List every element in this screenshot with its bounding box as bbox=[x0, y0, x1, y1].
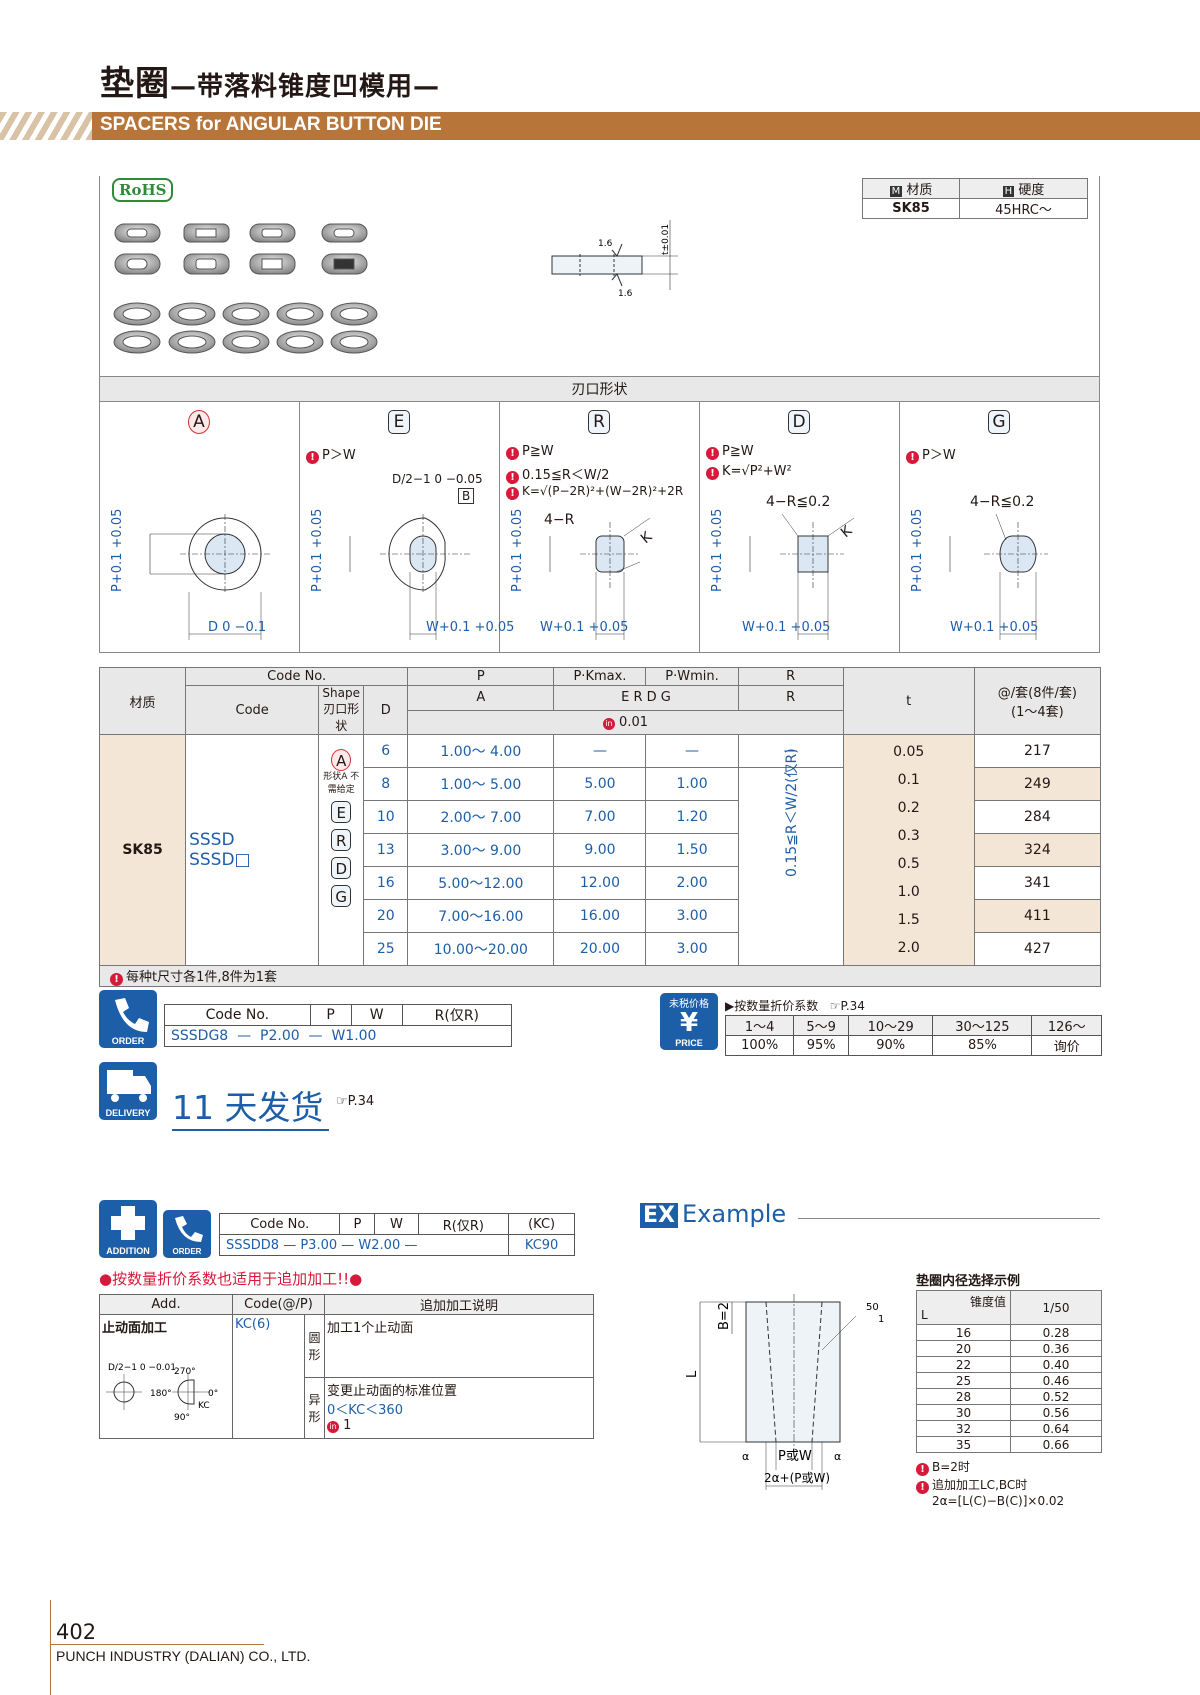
shape-e-letter: E bbox=[388, 410, 410, 434]
taper-table-title: 垫圈内径选择示例 bbox=[916, 1274, 1021, 1289]
addition-icon: ADDITION bbox=[99, 1200, 157, 1258]
svg-text:180°: 180° bbox=[150, 1389, 172, 1399]
shape-a-letter: A bbox=[188, 410, 210, 434]
title-sub: —带落料锥度凹模用— bbox=[170, 72, 441, 102]
svg-text:P或W: P或W bbox=[778, 1449, 812, 1464]
page-title: 垫圈—带落料锥度凹模用— bbox=[100, 56, 440, 105]
alpha-right: α bbox=[834, 1450, 841, 1463]
price-title: ▶按数量折价系数 ☞P.34 bbox=[725, 999, 865, 1013]
example-drawing: B=2 L 50 1 P或W α α 2α+(P或W) bbox=[685, 1294, 884, 1490]
shape-a-cell: A P+0.1 +0.05 D 0 −0.1 bbox=[100, 402, 300, 652]
company-name: PUNCH INDUSTRY (DALIAN) CO., LTD. bbox=[56, 1648, 311, 1664]
shape-g-cell: G !P＞W 4−R≦0.2 P+0.1 +0.05 W+0.1 +0.05 bbox=[900, 402, 1100, 652]
table-footnote: 每种t尺寸各1件,8件为1套 bbox=[126, 970, 278, 985]
shape-e-cell: E !P＞W D/2−1 0 −0.05 B P+0.1 +0.05 W+0.1… bbox=[300, 402, 514, 652]
footer-rule-h bbox=[50, 1644, 264, 1645]
example-rule bbox=[798, 1218, 1100, 1219]
svg-text:L: L bbox=[685, 1370, 700, 1378]
shapes-section-title: 刃口形状 bbox=[100, 376, 1099, 402]
svg-text:t±0.01: t±0.01 bbox=[661, 224, 671, 255]
product-panel bbox=[99, 176, 1100, 653]
example-note-3: 2α=[L(C)−B(C)]×0.02 bbox=[932, 1494, 1065, 1508]
product-photo bbox=[113, 223, 378, 354]
svg-text:α: α bbox=[742, 1450, 749, 1463]
title-main: 垫圈 bbox=[100, 64, 170, 104]
rohs-badge: RoHS bbox=[112, 178, 174, 202]
footer-rule-v bbox=[50, 1600, 51, 1695]
subtitle-en: SPACERS for ANGULAR BUTTON DIE bbox=[100, 114, 442, 135]
example-note-1: !B=2时 bbox=[916, 1458, 970, 1476]
example-note-2: !追加加工LC,BC时 bbox=[916, 1476, 1027, 1494]
svg-text:KC: KC bbox=[198, 1401, 210, 1411]
shape-d-cell: D !P≧W !K=√P²+W² 4−R≦0.2 K P+0.1 +0.05 W… bbox=[700, 402, 900, 652]
svg-text:1.6: 1.6 bbox=[598, 239, 613, 249]
addition-order-icon: ORDER bbox=[163, 1210, 211, 1258]
shape-g-letter: G bbox=[988, 410, 1010, 434]
svg-text:1: 1 bbox=[878, 1314, 884, 1325]
svg-text:0°: 0° bbox=[208, 1389, 218, 1399]
addition-table: Add.Code(@/P)追加加工说明 止动面加工 D/2−1 0 −0.01 … bbox=[99, 1294, 594, 1439]
spec-table: 材质 Code No. P P·Kmax. P·Wmin. R t @/套(8件… bbox=[98, 667, 1102, 987]
stop-face-diagram: D/2−1 0 −0.01 270° 180° 0° 90° KC bbox=[106, 1363, 218, 1423]
svg-text:270°: 270° bbox=[174, 1367, 196, 1377]
addition-notice: ●按数量折价系数也适用于追加加工!!● bbox=[99, 1270, 363, 1288]
hardness-icon: H bbox=[1002, 186, 1015, 197]
shape-r-letter: R bbox=[588, 410, 610, 434]
price-icon: 未税价格 ¥ PRICE bbox=[660, 993, 718, 1050]
svg-text:1.6: 1.6 bbox=[618, 289, 633, 299]
hardness-value: 45HRC～ bbox=[959, 198, 1088, 219]
svg-text:50: 50 bbox=[866, 1302, 879, 1313]
cross-section-drawing: 1.6 1.6 t±0.01 bbox=[551, 220, 678, 299]
svg-text:2α+(P或W): 2α+(P或W) bbox=[764, 1471, 830, 1485]
shape-d-letter: D bbox=[788, 410, 810, 434]
delivery-icon: DELIVERY bbox=[99, 1062, 157, 1120]
delivery-days: 11 天发货 bbox=[172, 1081, 330, 1131]
svg-text:D/2−1 0 −0.01: D/2−1 0 −0.01 bbox=[108, 1363, 176, 1373]
material-cell: SK85 bbox=[98, 734, 187, 966]
svg-text:90°: 90° bbox=[174, 1413, 190, 1423]
delivery-ref: ☞P.34 bbox=[336, 1094, 375, 1109]
title-bar: SPACERS for ANGULAR BUTTON DIE bbox=[0, 112, 1200, 140]
material-icon: M bbox=[889, 186, 903, 197]
shape-r-cell: R !P≧W !0.15≦R＜W/2 !K=√(P−2R)²+(W−2R)²+2… bbox=[500, 402, 700, 652]
material-table: M 材质 H 硬度 SK85 45HRC～ bbox=[862, 178, 1088, 219]
order-icon: ORDER bbox=[99, 990, 157, 1048]
page-number: 402 bbox=[56, 1620, 97, 1644]
material-value: SK85 bbox=[862, 198, 960, 219]
svg-text:B=2: B=2 bbox=[717, 1302, 732, 1330]
